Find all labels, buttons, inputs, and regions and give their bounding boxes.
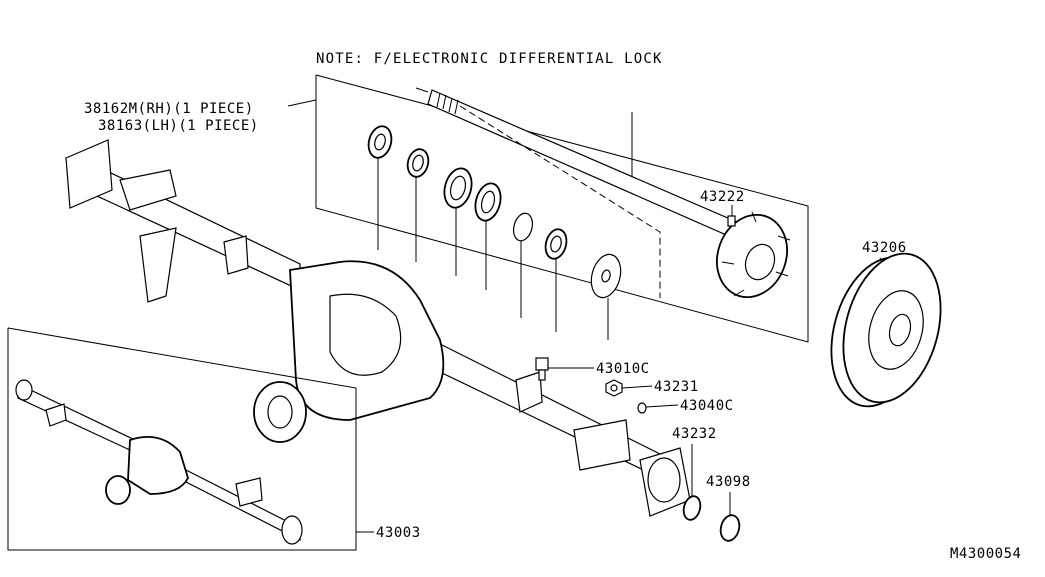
label-43206: 43206 [862, 240, 907, 256]
seal-43098[interactable] [718, 513, 742, 543]
hub-bolt[interactable] [727, 215, 736, 227]
leader-43231 [621, 385, 653, 389]
label-43222: 43222 [700, 189, 745, 205]
label-43098: 43098 [706, 474, 751, 490]
nut-43231[interactable] [605, 379, 623, 397]
label-38163: 38163(LH)(1 PIECE) [98, 118, 259, 134]
breather-43010c[interactable] [535, 357, 549, 381]
brake-rotor[interactable] [816, 243, 956, 418]
note-text: NOTE: F/ELECTRONIC DIFFERENTIAL LOCK [316, 51, 663, 67]
bearing-set[interactable] [365, 124, 625, 301]
rear-axle-housing[interactable] [65, 139, 691, 517]
axle-shaft-callout-box [315, 74, 809, 343]
leader-43040c [645, 404, 679, 408]
label-43040c: 43040C [680, 398, 734, 414]
label-43003: 43003 [376, 525, 421, 541]
gasket-43232[interactable] [681, 494, 703, 521]
label-38162m: 38162M(RH)(1 PIECE) [84, 101, 254, 117]
label-43232: 43232 [672, 426, 717, 442]
label-43231: 43231 [654, 379, 699, 395]
label-43010c: 43010C [596, 361, 650, 377]
washer-43040c[interactable] [637, 402, 647, 414]
axle-assembly-inset[interactable] [7, 327, 357, 551]
leader-38162m [287, 99, 317, 107]
diagram-code: M4300054 [950, 546, 1021, 562]
axle-shaft[interactable] [415, 87, 798, 307]
bearing-leaders [377, 112, 633, 340]
